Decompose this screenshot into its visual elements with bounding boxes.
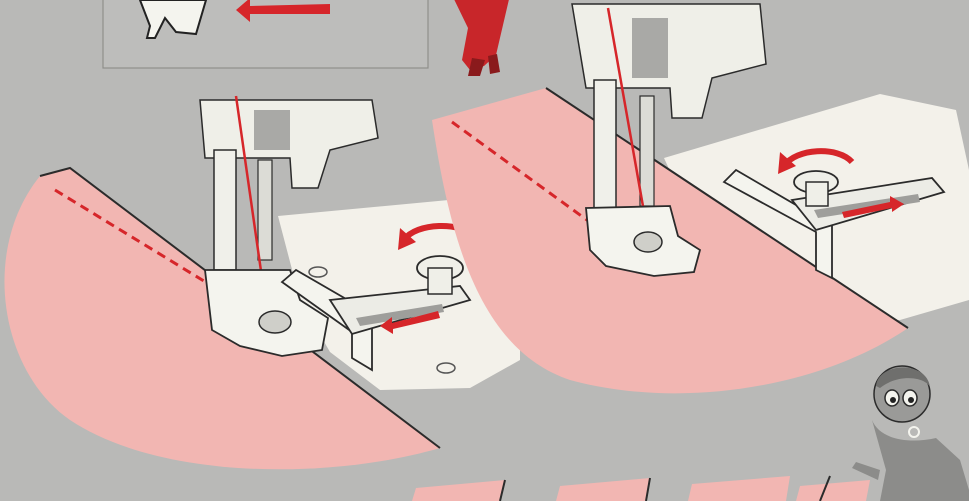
right-needle-bar xyxy=(640,96,654,206)
inset-panel xyxy=(103,0,428,68)
right-foot-hole xyxy=(634,232,662,252)
left-head-shade xyxy=(254,110,290,150)
girl-pupil xyxy=(890,397,896,403)
right-head-shade xyxy=(632,18,668,78)
screw-shaft xyxy=(806,182,828,206)
girl-pupil xyxy=(908,397,914,403)
left-presser-bar xyxy=(214,150,236,270)
screw-shaft xyxy=(428,268,452,294)
left-needle-bar xyxy=(258,160,272,260)
left-foot-hole xyxy=(259,311,291,333)
right-presser-bar xyxy=(594,80,616,210)
